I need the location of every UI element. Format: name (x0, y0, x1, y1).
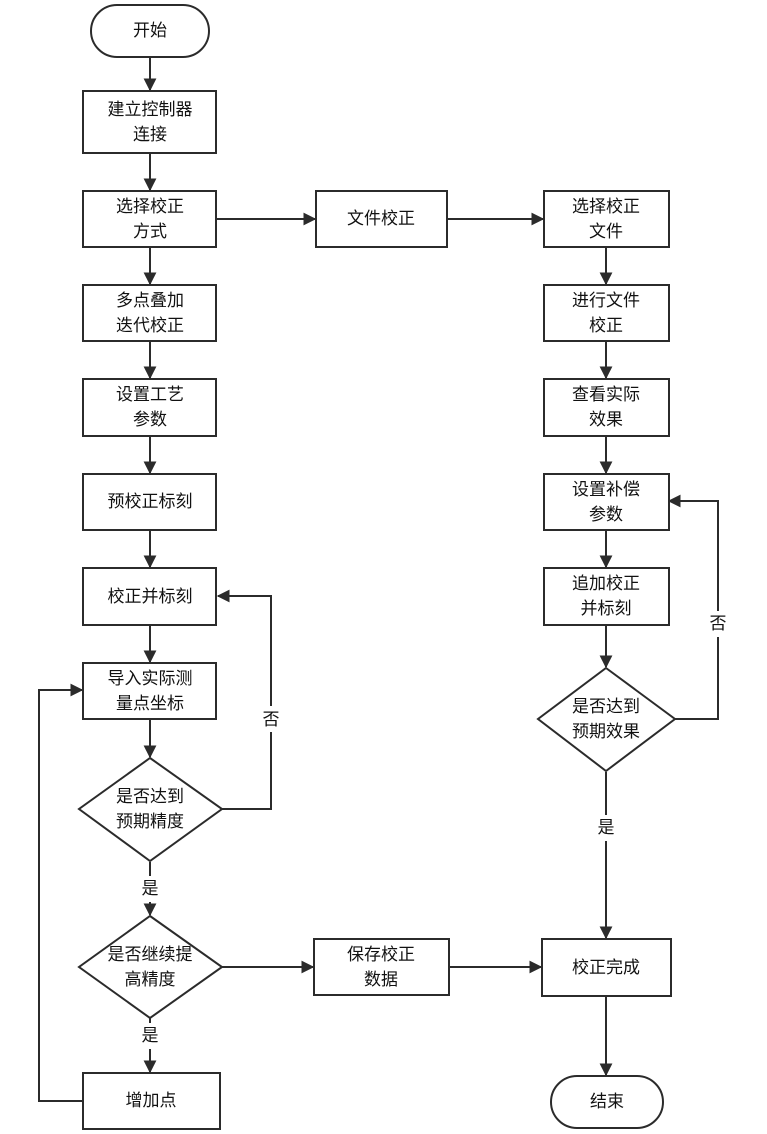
choose-file-label-line1: 选择校正 (572, 197, 640, 217)
do-file-calibration-node: 进行文件 校正 (543, 284, 670, 342)
edge-effect-no-loop (667, 494, 719, 720)
edge-label-precision-yes: 是 (142, 879, 159, 899)
set-compensation-label-line1: 设置补偿 (572, 480, 640, 500)
append-calibrate-label-line2: 并标刻 (581, 599, 632, 619)
set-compensation-label-line2: 参数 (589, 505, 623, 525)
set-process-label-line1: 设置工艺 (116, 385, 184, 405)
start-node: 开始 (90, 4, 210, 58)
edge-labels: 否 是 是 否 是 (141, 611, 727, 1049)
multi-point-node: 多点叠加 迭代校正 (82, 284, 217, 342)
choose-file-node: 选择校正 文件 (543, 190, 670, 248)
set-compensation-node: 设置补偿 参数 (543, 473, 670, 531)
choose-method-label-line2: 方式 (133, 222, 167, 242)
calibration-done-label: 校正完成 (572, 958, 640, 978)
connect-controller-node: 建立控制器 连接 (82, 90, 217, 154)
do-file-calibration-label-line2: 校正 (589, 316, 623, 336)
view-effect-label-line1: 查看实际 (572, 385, 640, 405)
pre-calibrate-label: 预校正标刻 (108, 492, 193, 512)
edges (38, 57, 719, 1102)
append-calibrate-node: 追加校正 并标刻 (543, 567, 670, 626)
edge-label-precision-no: 否 (263, 710, 280, 730)
connect-controller-label-line2: 连接 (133, 125, 167, 145)
import-coords-label-line2: 量点坐标 (116, 694, 184, 714)
end-label: 结束 (590, 1092, 624, 1112)
save-data-label-line2: 数据 (364, 970, 398, 990)
set-process-node: 设置工艺 参数 (82, 378, 217, 437)
add-points-node: 增加点 (82, 1072, 221, 1130)
append-calibrate-label-line1: 追加校正 (572, 574, 640, 594)
view-effect-label-line2: 效果 (589, 410, 623, 430)
precision-check-label-line2: 预期精度 (116, 812, 184, 832)
do-file-calibration-label-line1: 进行文件 (572, 291, 640, 311)
precision-check-label-line1: 是否达到 (116, 787, 184, 807)
choose-method-label-line1: 选择校正 (116, 197, 184, 217)
import-coords-node: 导入实际测 量点坐标 (82, 662, 217, 720)
effect-check-label-line2: 预期效果 (572, 722, 640, 742)
pre-calibrate-node: 预校正标刻 (82, 473, 217, 531)
start-label: 开始 (133, 21, 167, 41)
save-data-label-line1: 保存校正 (347, 945, 415, 965)
calibrate-mark-label: 校正并标刻 (108, 587, 193, 607)
continue-check-node: 是否继续提 高精度 (77, 914, 224, 1020)
edge-label-effect-yes: 是 (598, 818, 615, 838)
end-node: 结束 (550, 1075, 664, 1129)
file-calibration-label: 文件校正 (347, 209, 415, 229)
calibrate-mark-node: 校正并标刻 (82, 567, 217, 626)
file-calibration-node: 文件校正 (315, 190, 448, 248)
set-process-label-line2: 参数 (133, 410, 167, 430)
multi-point-label-line2: 迭代校正 (116, 316, 184, 336)
choose-file-label-line2: 文件 (589, 222, 623, 242)
multi-point-label-line1: 多点叠加 (116, 291, 184, 311)
calibration-done-node: 校正完成 (541, 938, 672, 997)
effect-check-node: 是否达到 预期效果 (536, 666, 677, 773)
precision-check-node: 是否达到 预期精度 (77, 756, 224, 863)
edge-precision-no-loop (216, 589, 272, 810)
edge-label-effect-no: 否 (710, 614, 727, 634)
edge-addpoints-loop (38, 683, 84, 1102)
choose-method-node: 选择校正 方式 (82, 190, 217, 248)
effect-check-label-line1: 是否达到 (572, 697, 640, 717)
connect-controller-label-line1: 建立控制器 (108, 100, 193, 120)
edge-label-continue-yes: 是 (142, 1026, 159, 1046)
continue-check-label-line2: 高精度 (125, 970, 176, 990)
view-effect-node: 查看实际 效果 (543, 378, 670, 437)
add-points-label: 增加点 (126, 1091, 177, 1111)
import-coords-label-line1: 导入实际测 (108, 669, 193, 689)
continue-check-label-line1: 是否继续提 (108, 945, 193, 965)
save-data-node: 保存校正 数据 (313, 938, 450, 996)
